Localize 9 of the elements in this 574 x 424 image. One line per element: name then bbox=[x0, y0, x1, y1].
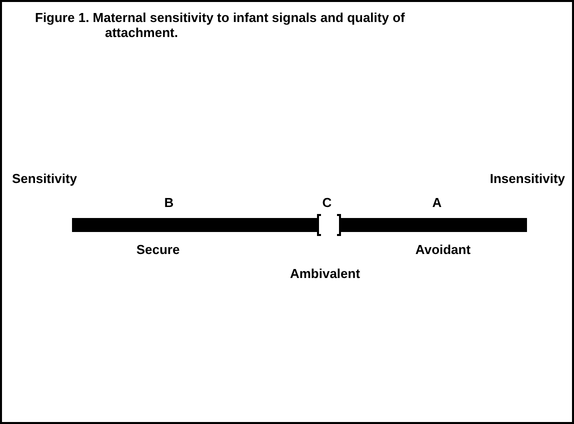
figure-title: Figure 1. Maternal sensitivity to infant signals and quality of attachment. bbox=[35, 10, 406, 40]
category-letter: C bbox=[322, 195, 332, 210]
category-label: Ambivalent bbox=[290, 266, 360, 281]
category-letter: B bbox=[164, 195, 174, 210]
category-letter: A bbox=[432, 195, 442, 210]
scale-end-label: Sensitivity bbox=[12, 171, 78, 186]
category-label: Secure bbox=[136, 242, 180, 257]
category-label: Avoidant bbox=[415, 242, 471, 257]
scale-end-label: Insensitivity bbox=[490, 171, 565, 186]
